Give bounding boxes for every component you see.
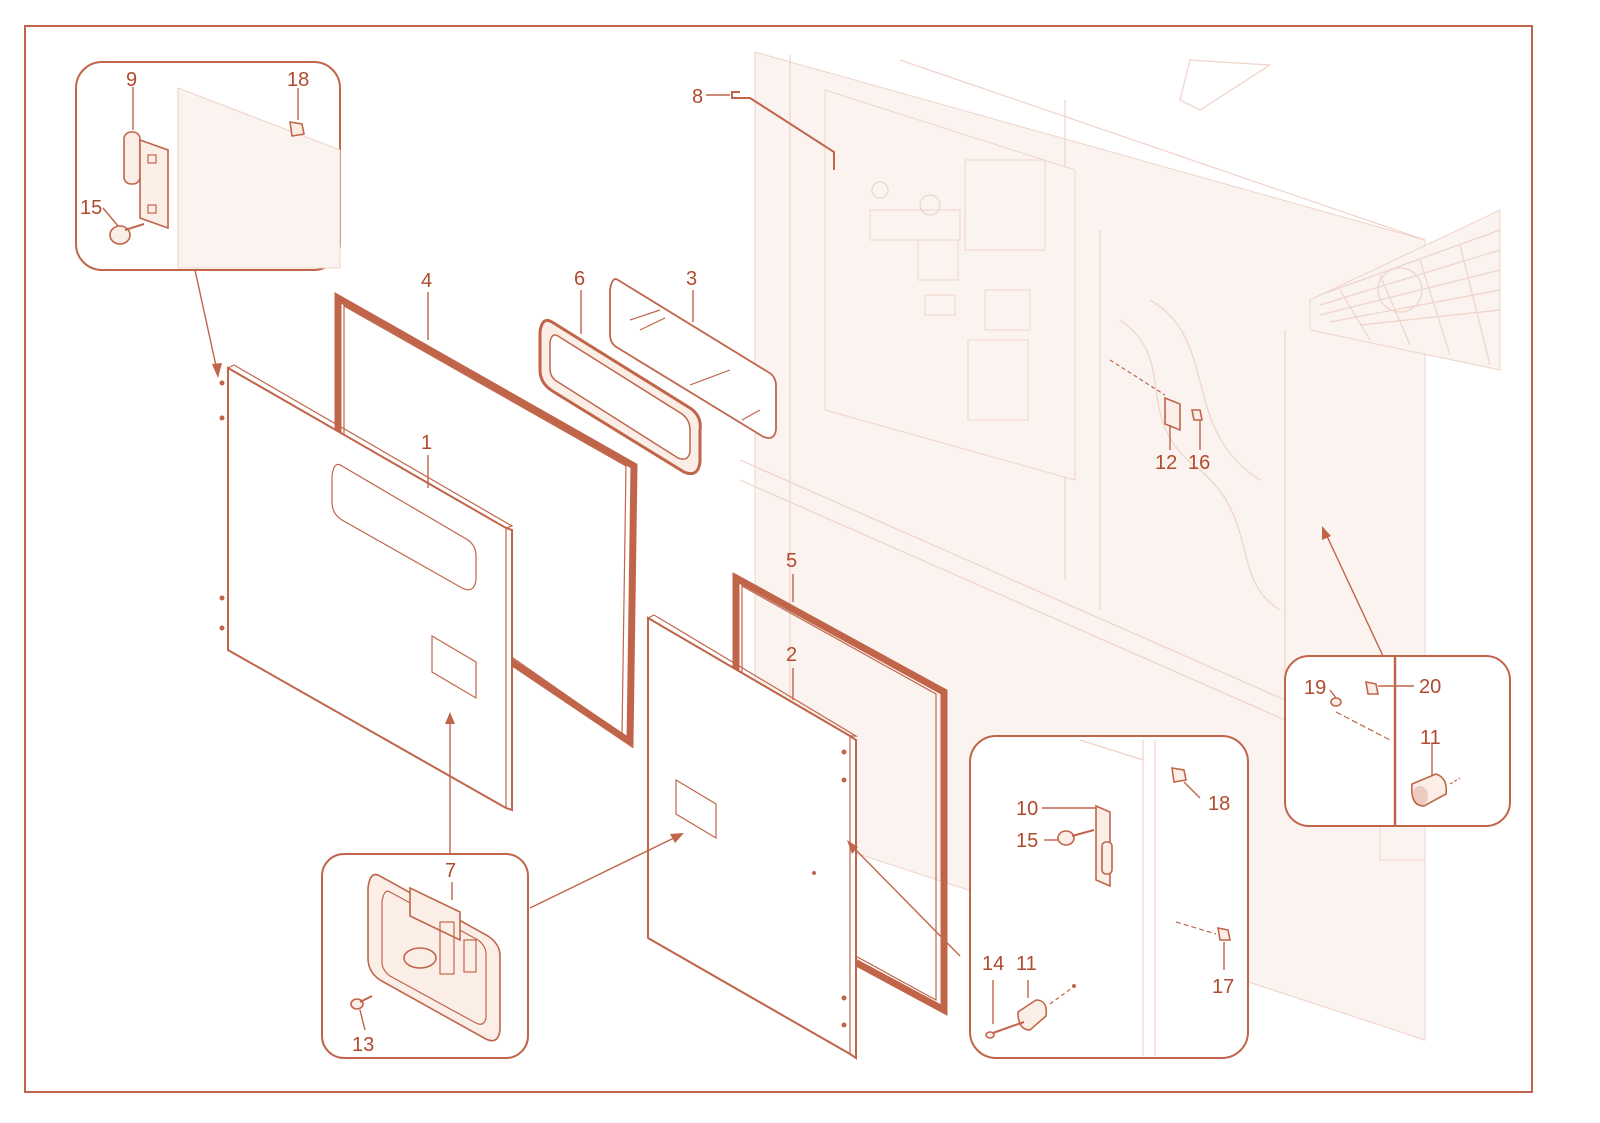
part-12-bracket xyxy=(1109,359,1203,432)
part-3-glass xyxy=(609,278,777,439)
callout-14: 14 xyxy=(982,953,1004,975)
callout-17: 17 xyxy=(1212,976,1234,998)
inset-hinge xyxy=(75,61,341,271)
callout-18-latch-inset: 18 xyxy=(1208,793,1230,815)
callout-11-latch-inset: 11 xyxy=(1016,953,1037,975)
part-1-upper-door xyxy=(219,364,514,812)
callout-13: 13 xyxy=(352,1034,374,1056)
inset-latch xyxy=(321,853,529,1059)
callout-3: 3 xyxy=(686,268,697,290)
callout-10: 10 xyxy=(1016,798,1038,820)
part-8-rod xyxy=(731,91,835,170)
callout-20: 20 xyxy=(1419,676,1441,698)
callout-15-screw: 15 xyxy=(80,197,102,219)
callout-2: 2 xyxy=(786,644,797,666)
callout-12: 12 xyxy=(1155,452,1177,474)
callout-1: 1 xyxy=(421,432,432,454)
callout-8: 8 xyxy=(692,86,703,108)
callout-19: 19 xyxy=(1304,677,1326,699)
callout-9-hinge: 9 xyxy=(126,69,137,91)
diagram-frame xyxy=(24,25,1533,1093)
part-2-lower-door xyxy=(646,614,859,1060)
inset-right-bumper xyxy=(1284,655,1511,827)
callout-18-nut: 18 xyxy=(287,69,309,91)
callout-4: 4 xyxy=(421,270,432,292)
part-6-window-seal xyxy=(538,318,702,476)
callout-16: 16 xyxy=(1188,452,1210,474)
callout-5: 5 xyxy=(786,550,797,572)
callout-7: 7 xyxy=(445,860,456,882)
callout-11-right-inset: 11 xyxy=(1420,727,1441,749)
background-machine-ghost xyxy=(739,51,1501,1041)
callout-6: 6 xyxy=(574,268,585,290)
callout-15-latch-inset: 15 xyxy=(1016,830,1038,852)
inset-hinge-bumper xyxy=(969,735,1249,1059)
